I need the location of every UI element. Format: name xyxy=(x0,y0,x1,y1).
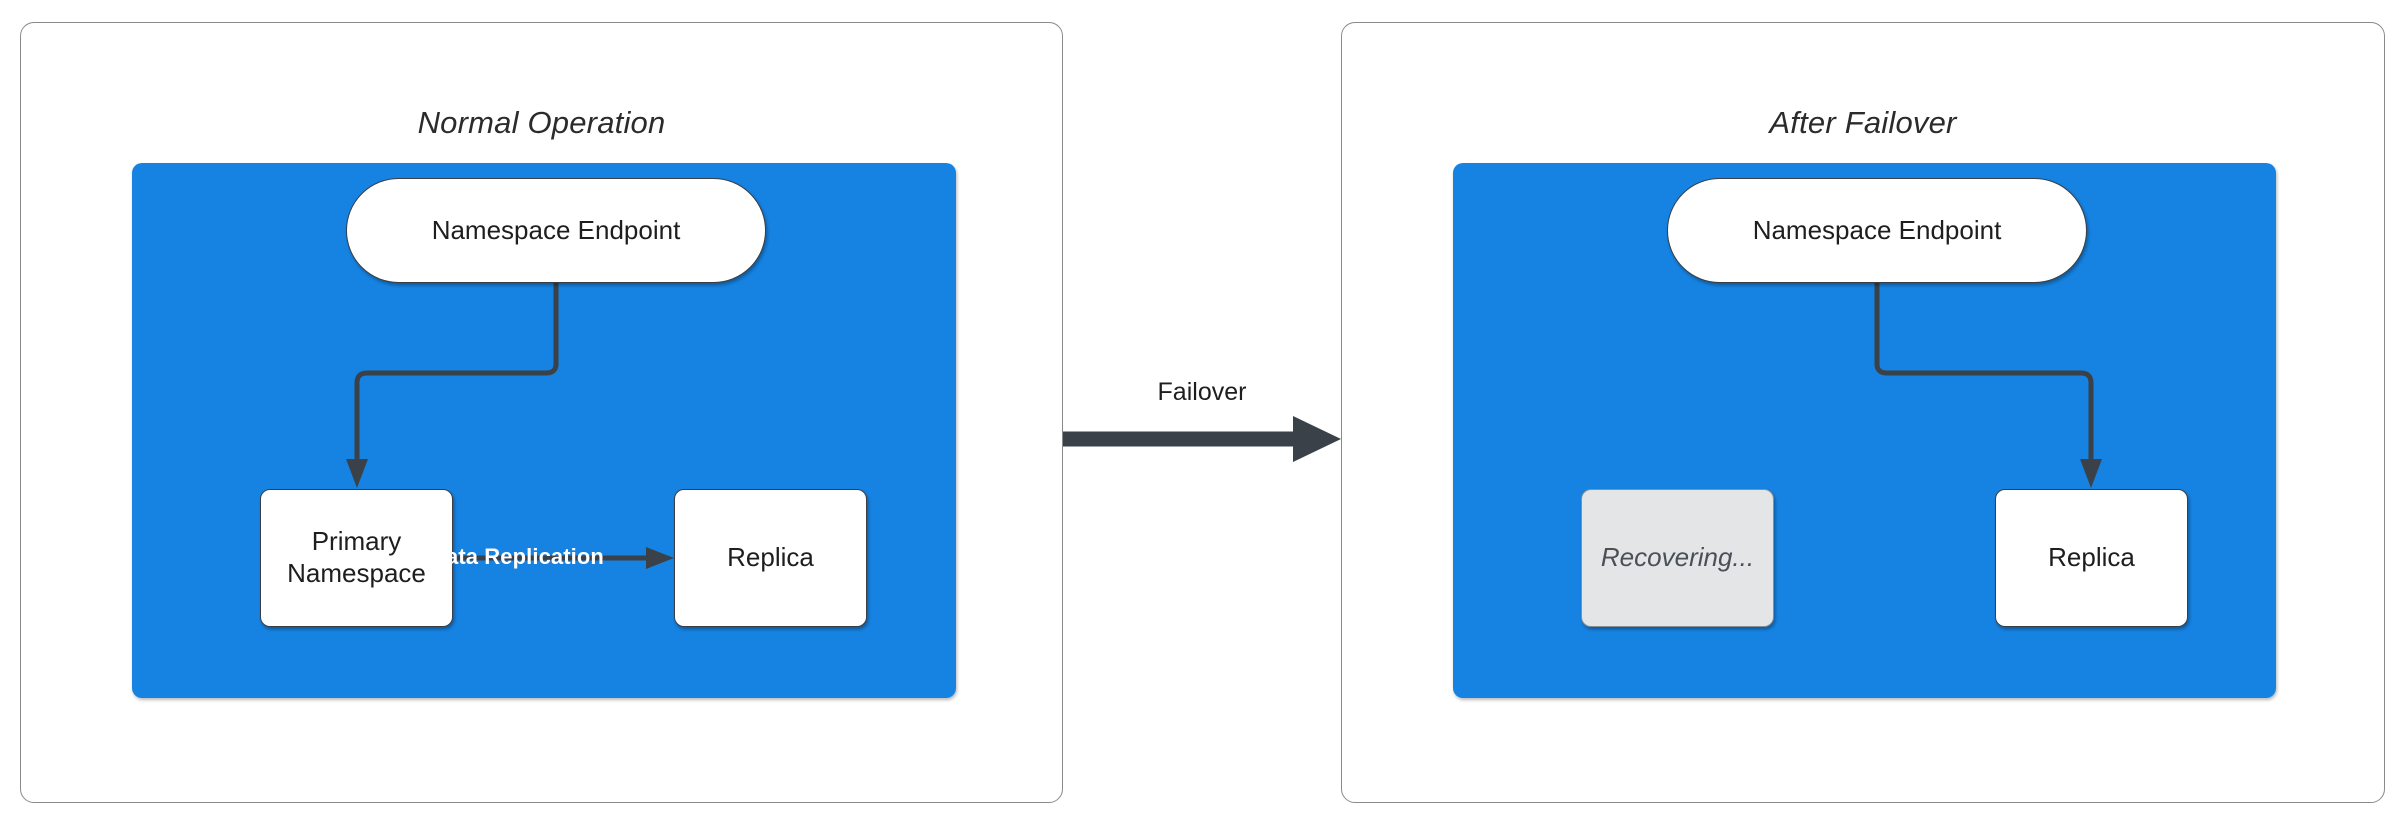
node-primary-namespace-line2: Namespace xyxy=(287,558,426,588)
failover-label: Failover xyxy=(1157,378,1247,406)
failover-arrow-icon xyxy=(1063,416,1341,462)
node-namespace-endpoint[interactable]: Namespace Endpoint xyxy=(1667,178,2087,283)
node-primary-namespace[interactable]: Primary Namespace xyxy=(260,489,453,627)
panel-after-failover: After Failover Namespace Endpoint Recove… xyxy=(1341,22,2385,803)
node-namespace-endpoint[interactable]: Namespace Endpoint xyxy=(346,178,766,283)
panel-title-normal-operation: Normal Operation xyxy=(417,105,666,140)
panel-title-after-failover: After Failover xyxy=(1769,105,1957,140)
panel-normal-operation: Normal Operation Namespace Endpoint Prim… xyxy=(20,22,1063,803)
edge-endpoint-to-replica xyxy=(1874,280,2094,466)
arrowhead-endpoint-to-replica xyxy=(2080,459,2102,488)
edge-label-data-replication: Data Replication xyxy=(430,544,604,569)
zone-primary-region: Namespace Endpoint Primary Namespace Rep… xyxy=(132,163,956,698)
node-replica[interactable]: Replica xyxy=(674,489,867,627)
node-recovering[interactable]: Recovering... xyxy=(1581,489,1774,627)
edge-endpoint-to-primary xyxy=(354,280,559,466)
node-primary-namespace-label: Primary Namespace xyxy=(287,526,426,589)
node-primary-namespace-line1: Primary xyxy=(311,526,402,557)
arrowhead-endpoint-to-primary xyxy=(346,459,368,488)
arrowhead-primary-to-replica xyxy=(646,547,674,569)
zone-failover-region: Namespace Endpoint Recovering... Replica xyxy=(1453,163,2276,698)
node-replica[interactable]: Replica xyxy=(1995,489,2188,627)
